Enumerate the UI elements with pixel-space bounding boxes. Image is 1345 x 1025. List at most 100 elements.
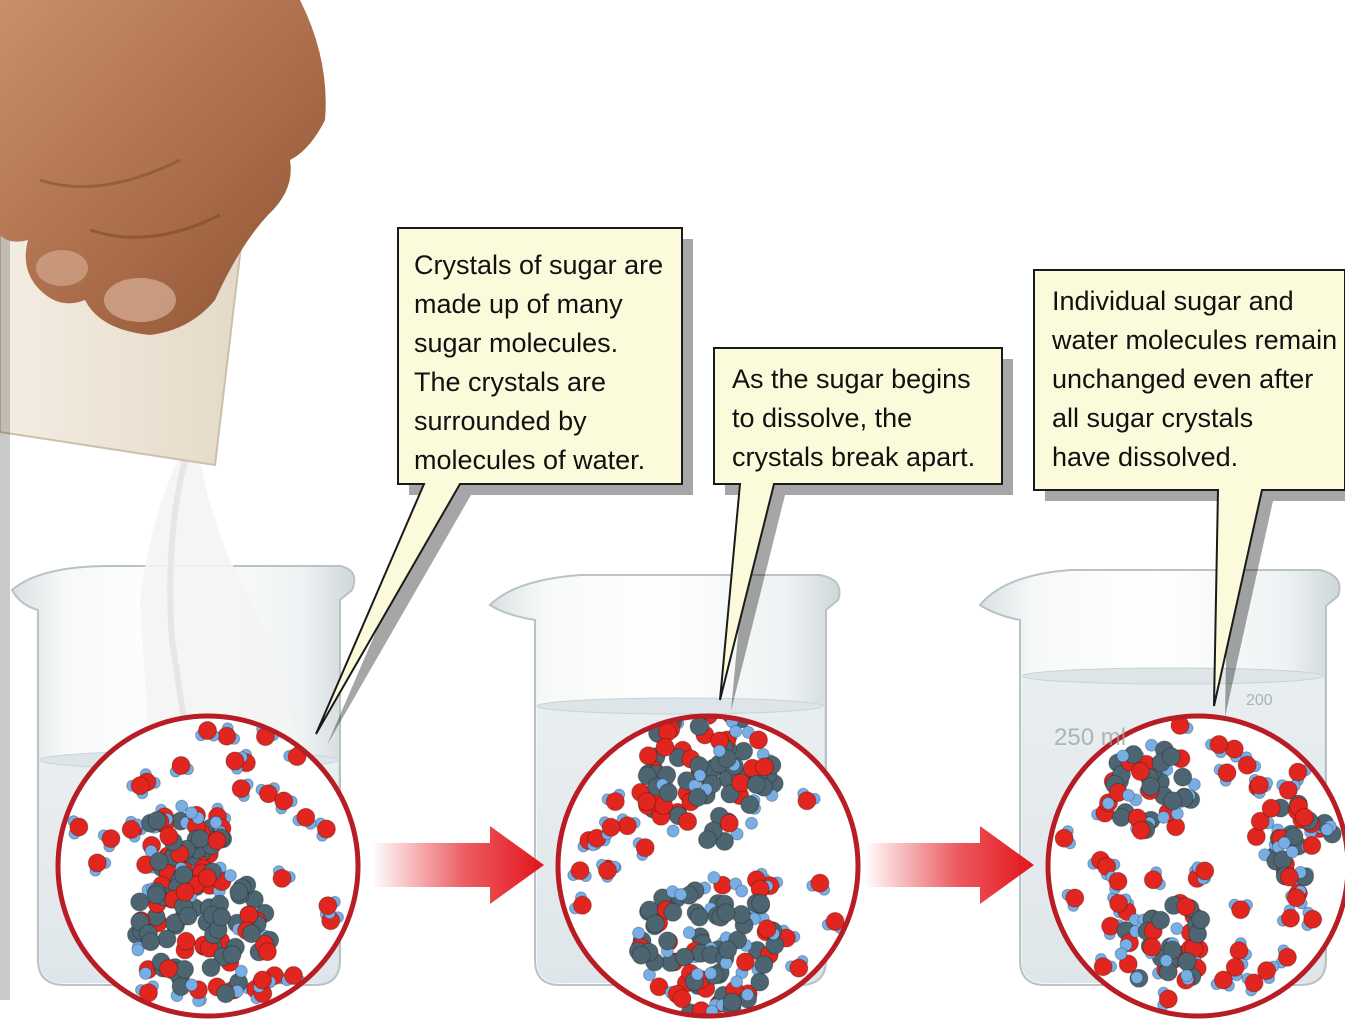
oxygen-atom [208, 832, 226, 850]
arrow-2 [864, 826, 1034, 904]
oxygen-atom [160, 960, 178, 978]
beaker-volume-label: 250 ml [1054, 724, 1126, 752]
oxygen-atom [750, 731, 768, 749]
carbon-atom [1112, 808, 1130, 826]
oxygen-atom [1132, 821, 1150, 839]
carbon-atom [148, 812, 166, 830]
hydrogen-atom [633, 927, 645, 939]
hydrogen-atom [210, 817, 222, 829]
oxygen-atom [1066, 889, 1084, 907]
oxygen-atom [573, 896, 591, 914]
oxygen-atom [172, 757, 190, 775]
carbon-atom [179, 907, 197, 925]
hydrogen-atom [742, 989, 754, 1001]
oxygen-atom [1304, 910, 1322, 928]
carbon-atom [664, 903, 682, 921]
carbon-atom [747, 776, 765, 794]
oxygen-atom [70, 818, 88, 836]
hydrogen-atom [235, 965, 247, 977]
carbon-atom [213, 908, 231, 926]
hydrogen-atom [1278, 837, 1290, 849]
callout-line: water molecules remain [1052, 321, 1337, 360]
oxygen-atom [1159, 990, 1177, 1008]
oxygen-atom [1143, 938, 1161, 956]
oxygen-atom [1218, 764, 1236, 782]
oxygen-atom [88, 854, 106, 872]
carbon-atom [131, 893, 149, 911]
oxygen-atom [673, 990, 691, 1008]
hydrogen-atom [1123, 789, 1135, 801]
carbon-atom [150, 852, 168, 870]
callout-line: have dissolved. [1052, 438, 1337, 477]
hydrogen-atom [746, 817, 758, 829]
molecule-view-1 [58, 716, 358, 1016]
carbon-atom [1164, 792, 1182, 810]
callout-dissolve-text: As the sugar begins to dissolve, the cry… [732, 360, 975, 477]
hydrogen-atom [1171, 923, 1183, 935]
oxygen-atom [636, 839, 654, 857]
oxygen-atom [1210, 736, 1228, 754]
hydrogen-atom [736, 885, 748, 897]
carbon-atom [217, 985, 235, 1003]
oxygen-atom [736, 953, 754, 971]
oxygen-atom [1144, 871, 1162, 889]
oxygen-atom [1109, 872, 1127, 890]
oxygen-atom [273, 869, 291, 887]
oxygen-atom [618, 817, 636, 835]
hydrogen-atom [224, 870, 236, 882]
oxygen-atom [1238, 756, 1256, 774]
callout-line: The crystals are [414, 363, 663, 402]
carbon-atom [158, 930, 176, 948]
oxygen-atom [638, 793, 656, 811]
carbon-atom [741, 796, 759, 814]
oxygen-atom [102, 830, 120, 848]
hydrogen-atom [1321, 824, 1333, 836]
hydrogen-atom [705, 967, 717, 979]
carbon-atom [202, 959, 220, 977]
oxygen-atom [1177, 898, 1195, 916]
oxygen-atom [1289, 763, 1307, 781]
beaker-graduation-label: 200 [1246, 692, 1273, 710]
oxygen-atom [1232, 901, 1250, 919]
oxygen-atom [720, 814, 738, 832]
carbon-atom [243, 925, 261, 943]
callout-line: As the sugar begins [732, 360, 975, 399]
hydrogen-atom [1131, 972, 1143, 984]
callout-line: Crystals of sugar are [414, 246, 663, 285]
oxygen-atom [177, 932, 195, 950]
oxygen-atom [1094, 958, 1112, 976]
oxygen-atom [131, 777, 149, 795]
hydrogen-atom [683, 927, 695, 939]
callout-line: all sugar crystals [1052, 399, 1337, 438]
callout-line: sugar molecules. [414, 324, 663, 363]
carbon-atom [147, 886, 165, 904]
hydrogen-atom [186, 807, 198, 819]
hydrogen-atom [708, 872, 720, 884]
oxygen-atom [790, 959, 808, 977]
oxygen-atom [811, 874, 829, 892]
oxygen-atom [656, 738, 674, 756]
carbon-atom [659, 932, 677, 950]
oxygen-atom [1303, 837, 1321, 855]
carbon-atom [699, 831, 717, 849]
arrow-1 [372, 826, 544, 904]
carbon-atom [689, 788, 707, 806]
hydrogen-atom [730, 725, 742, 737]
oxygen-atom [602, 818, 620, 836]
oxygen-atom [571, 862, 589, 880]
callout-line: made up of many [414, 285, 663, 324]
carbon-atom [755, 956, 773, 974]
carbon-atom [646, 915, 664, 933]
hydrogen-atom [1158, 811, 1170, 823]
carbon-atom [632, 946, 650, 964]
oxygen-atom [160, 827, 178, 845]
oxygen-atom [240, 906, 258, 924]
carbon-atom [751, 973, 769, 991]
hydrogen-atom [675, 889, 687, 901]
oxygen-atom [606, 793, 624, 811]
carbon-atom [1178, 953, 1196, 971]
oxygen-atom [798, 792, 816, 810]
callout-crystals-text: Crystals of sugar are made up of many su… [414, 246, 663, 480]
callout-line: molecules of water. [414, 441, 663, 480]
hydrogen-atom [1115, 948, 1127, 960]
